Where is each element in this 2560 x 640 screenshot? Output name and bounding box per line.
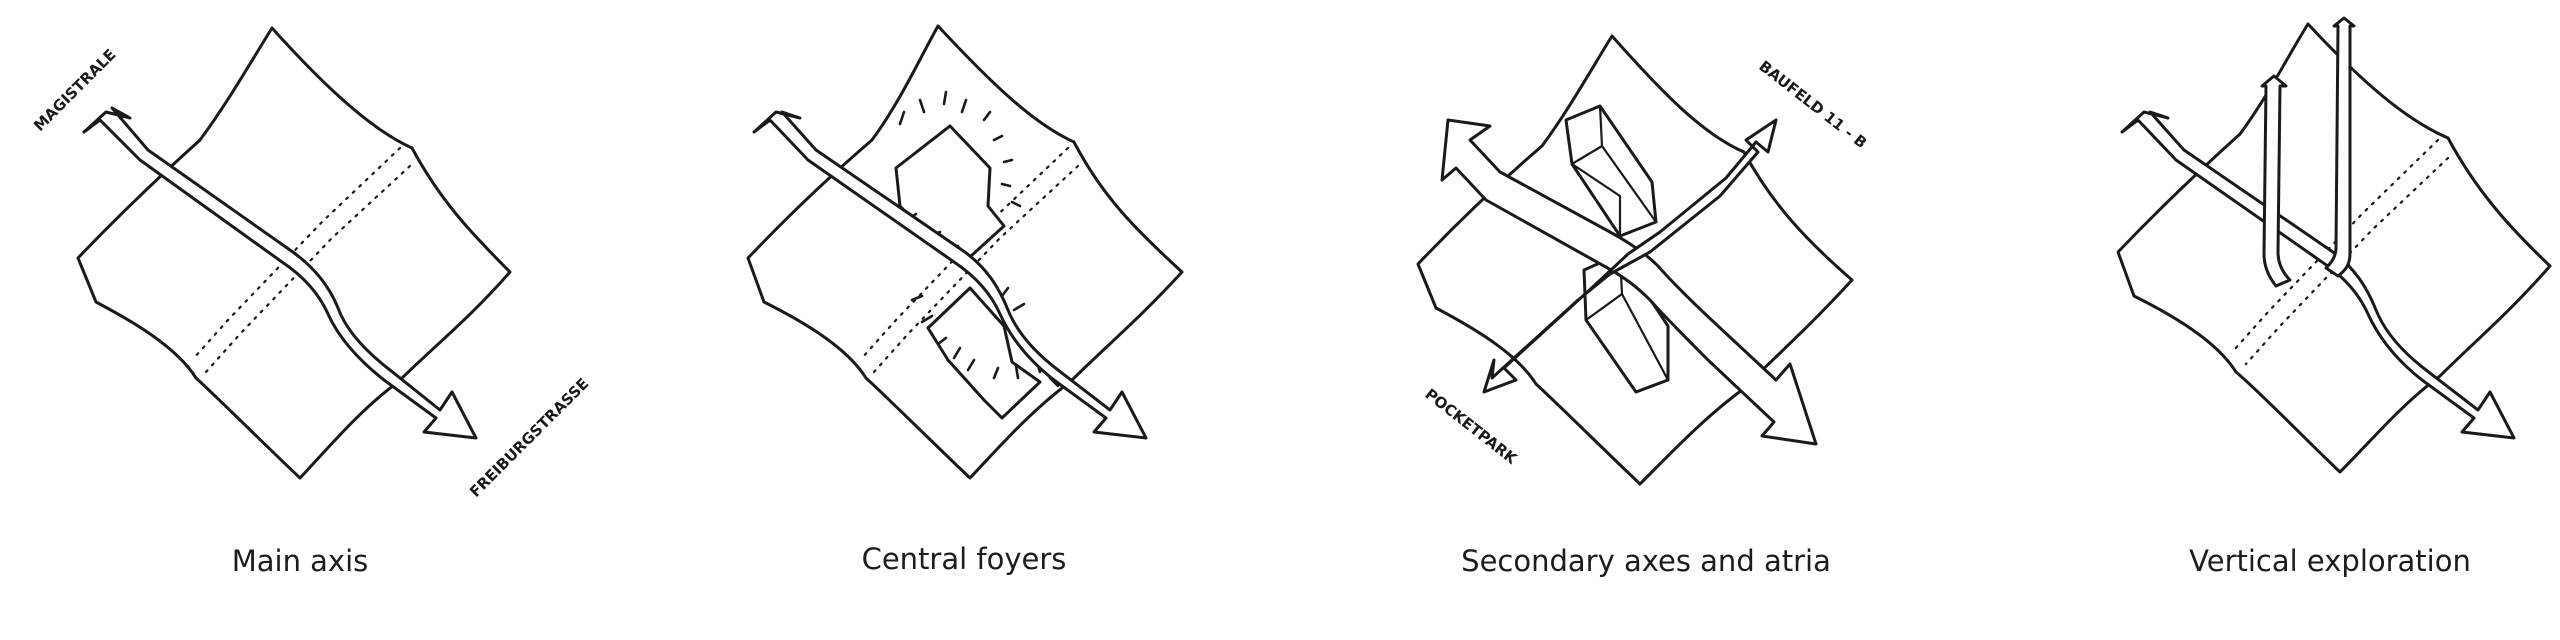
dotted-divider [192,146,402,360]
atrium-upper-edge [1571,105,1657,236]
dotted-divider [2244,156,2450,366]
dotted-divider [2232,138,2440,352]
caption-vertical-exploration: Vertical exploration [2189,544,2471,578]
label-pocketpark: POCKETPARK [1422,385,1522,469]
caption-main-axis: Main axis [231,544,369,578]
central-axis-arrow [752,110,1148,440]
caption-secondary-axes: Secondary axes and atria [1461,544,1831,578]
panel-main-axis: MAGISTRALE FREIBURGSTRASSE [30,26,592,501]
panel-vertical-exploration [2116,16,2552,474]
vertical-arrow [2324,16,2356,278]
dotted-divider [860,146,1070,360]
main-axis-arrow [2120,110,2516,440]
dotted-divider [204,164,412,374]
dotted-divider [872,164,1080,374]
caption-central-foyers: Central foyers [861,542,1067,576]
main-axis-arrow [82,106,478,440]
panel-secondary-axes: BAUFELD 11 - B POCKETPARK [1416,34,1870,486]
secondary-axis-arrow [1482,118,1778,394]
foyer-lower [926,286,1042,420]
vertical-arrow [2260,74,2292,288]
panel-central-foyers [746,24,1184,480]
label-freiburgstrasse: FREIBURGSTRASSE [466,375,592,501]
main-axis-arrow [1440,118,1818,446]
